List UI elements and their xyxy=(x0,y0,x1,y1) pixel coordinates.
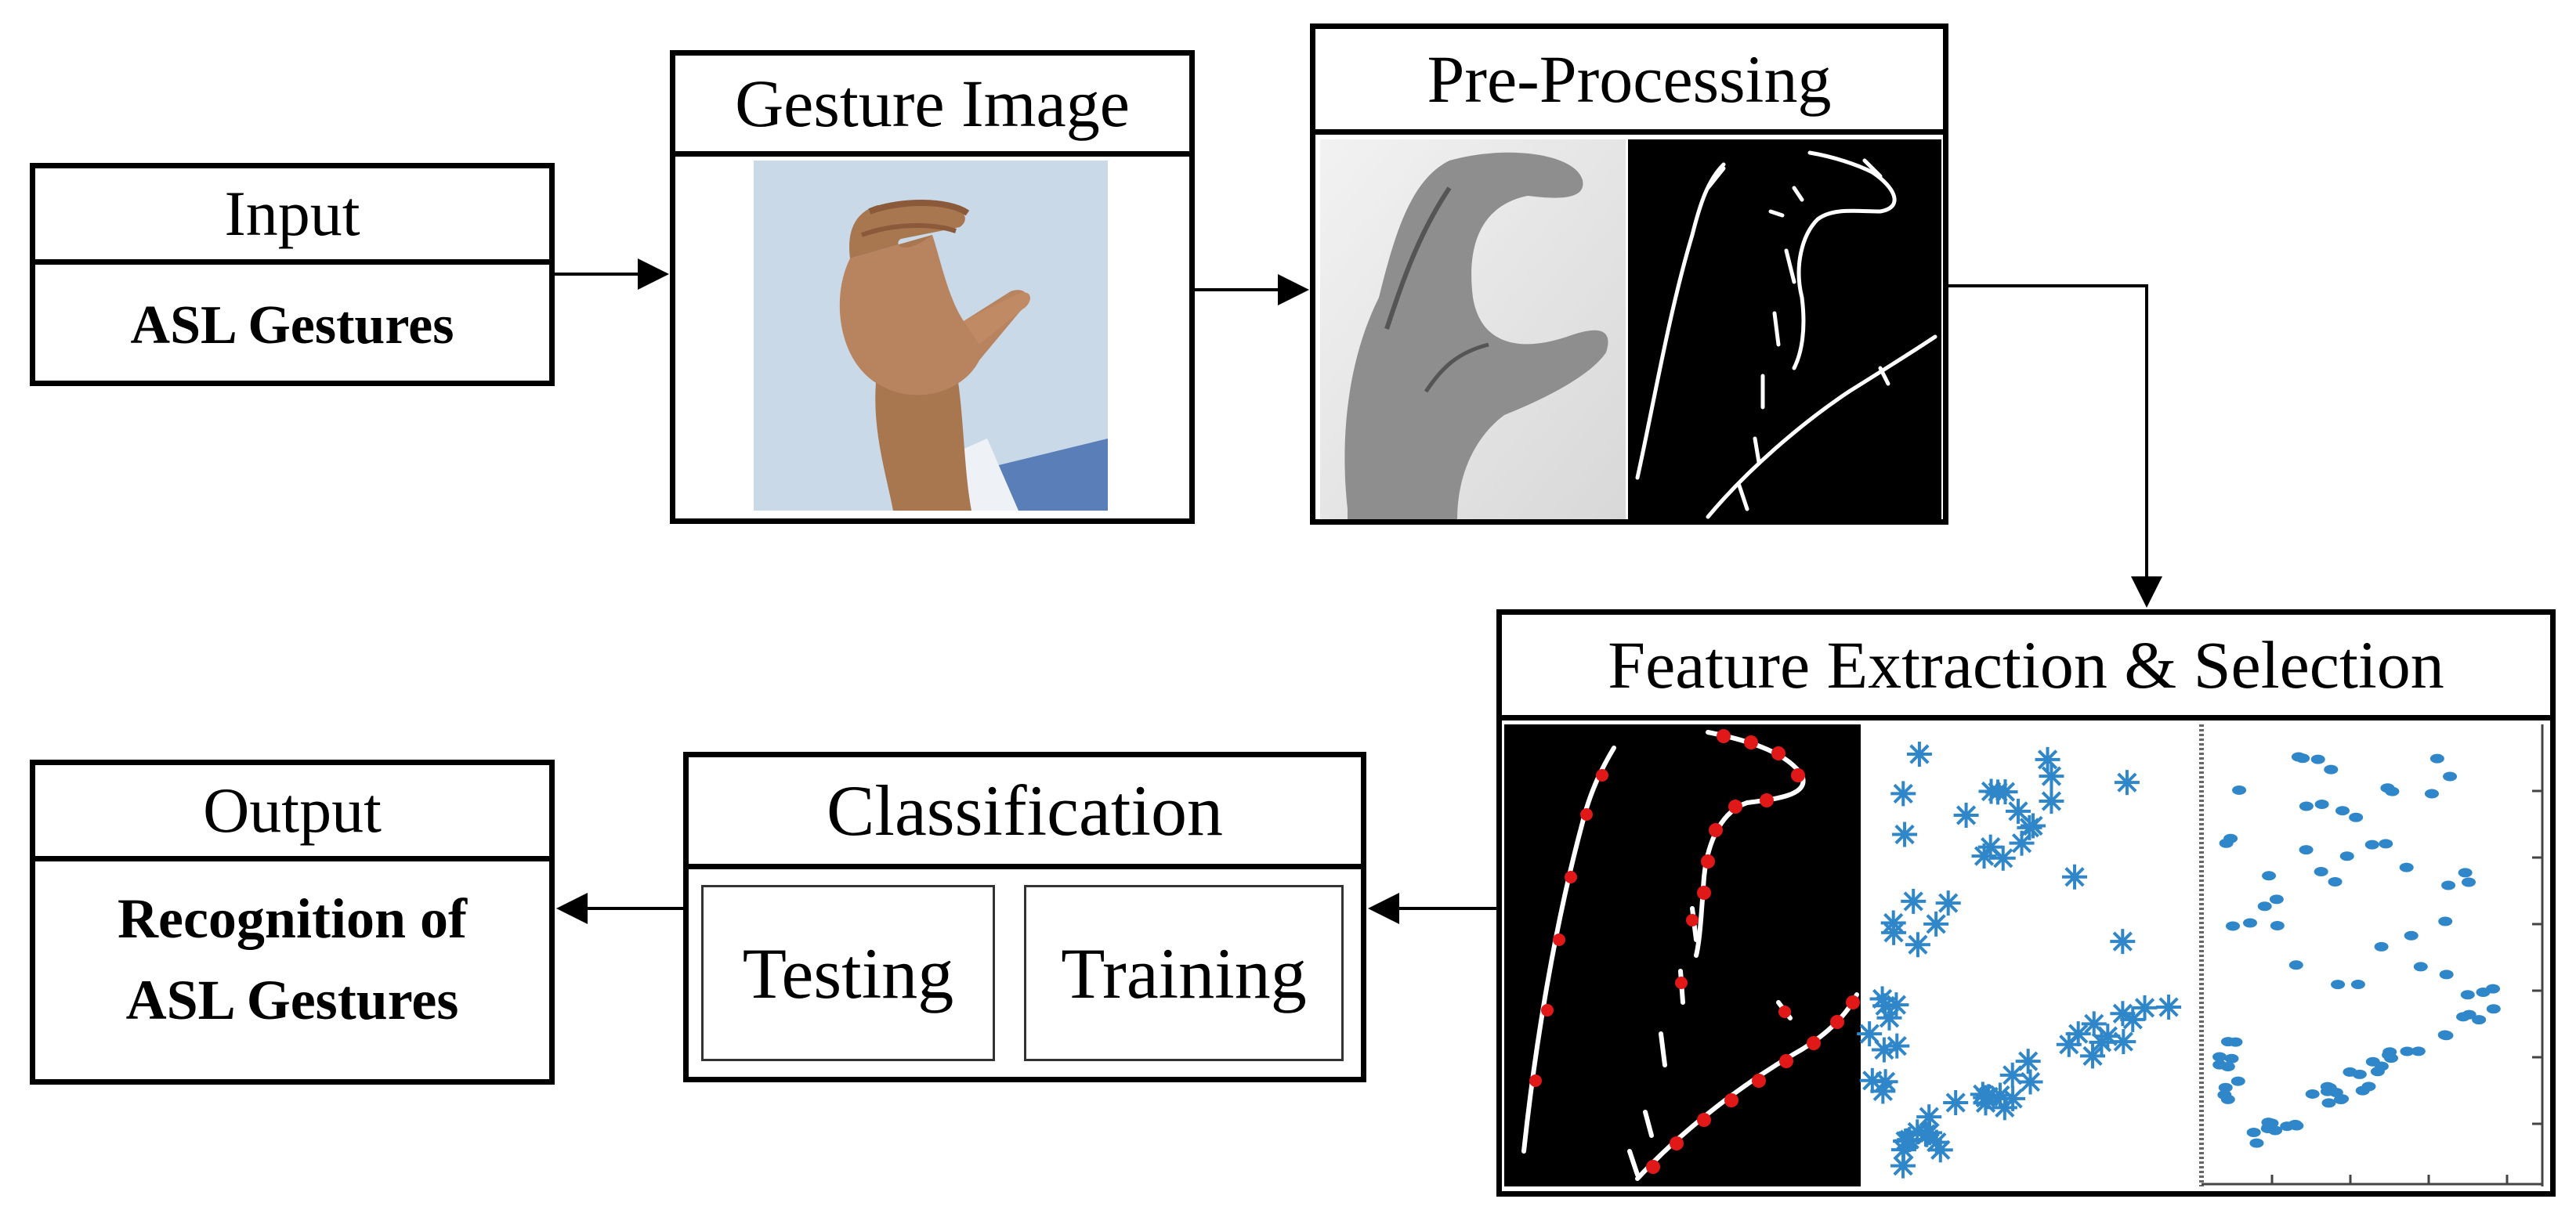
classification-title-text: Classification xyxy=(827,771,1223,850)
output-body-line1: Recognition of xyxy=(118,887,467,950)
testing-label: Testing xyxy=(742,933,954,1013)
input-body: ASL Gestures xyxy=(130,294,454,356)
training-box: Training xyxy=(1024,885,1344,1061)
input-title-text: Input xyxy=(224,178,360,249)
arrow-preprocessing-to-feature xyxy=(1948,284,2162,608)
pre-processing-title-text: Pre-Processing xyxy=(1427,42,1832,117)
output-title-text: Output xyxy=(203,775,382,846)
output-body-line2: ASL Gestures xyxy=(125,968,459,1031)
feature-extraction-title-text: Feature Extraction & Selection xyxy=(1608,627,2444,702)
testing-box: Testing xyxy=(701,885,995,1061)
output-title: Output xyxy=(30,760,555,861)
gesture-image-title: Gesture Image xyxy=(670,50,1195,157)
feature-extraction-title: Feature Extraction & Selection xyxy=(1496,609,2556,720)
pre-processing-title: Pre-Processing xyxy=(1310,23,1948,135)
input-title: Input xyxy=(30,163,555,265)
gesture-image-title-text: Gesture Image xyxy=(735,66,1130,141)
classification-title: Classification xyxy=(683,752,1366,869)
training-label: Training xyxy=(1061,933,1307,1013)
